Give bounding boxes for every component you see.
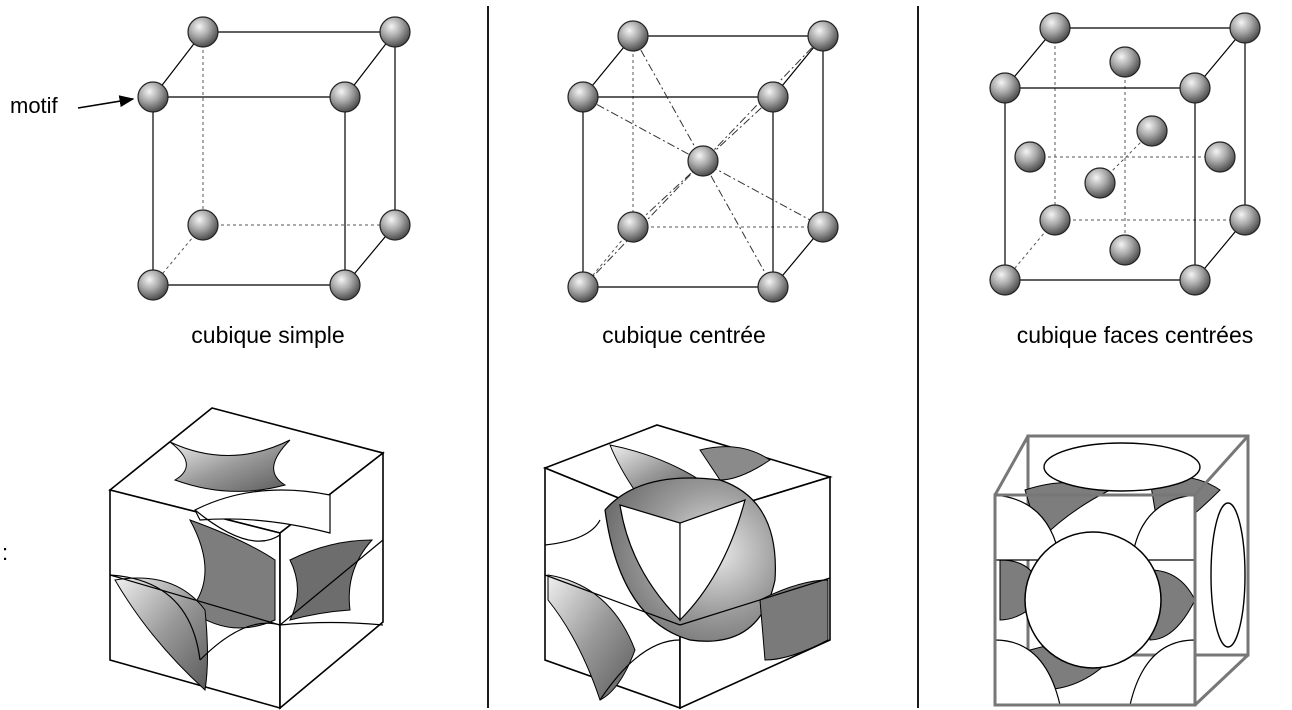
atom-sphere — [137, 269, 169, 301]
simple-cubic-packing-model — [108, 407, 385, 710]
atom-sphere — [989, 72, 1021, 104]
face-atom-sphere — [1084, 167, 1116, 199]
face-atom-sphere — [1109, 234, 1141, 266]
atom-sphere — [379, 16, 411, 48]
motif-label: motif — [10, 93, 58, 118]
motif-arrow — [77, 95, 135, 109]
center-atom-sphere — [687, 145, 719, 177]
atom-sphere — [187, 16, 219, 48]
body-centered-cubic-lattice — [567, 20, 839, 303]
atom-sphere — [757, 81, 789, 113]
caption-face-centered-cubic: cubique faces centrées — [1016, 322, 1254, 348]
body-centered-packing-model — [542, 424, 833, 710]
atom-sphere — [807, 20, 839, 52]
atom-sphere — [807, 211, 839, 243]
atom-sphere — [329, 269, 361, 301]
face-atom-sphere — [1014, 141, 1046, 173]
atom-sphere — [137, 81, 169, 113]
atom-sphere — [187, 209, 219, 241]
atom-sphere — [1039, 204, 1071, 236]
atom-sphere — [1039, 12, 1071, 44]
face-atom-sphere — [1109, 46, 1141, 78]
atom-sphere — [329, 81, 361, 113]
atom-sphere — [1229, 204, 1261, 236]
face-centered-cubic-lattice — [989, 12, 1261, 296]
atom-sphere — [1179, 72, 1211, 104]
face-atom-sphere — [1136, 115, 1168, 147]
atom-sphere — [757, 271, 789, 303]
atom-sphere — [1179, 264, 1211, 296]
atom-sphere — [989, 264, 1021, 296]
atom-sphere — [567, 271, 599, 303]
atom-sphere — [617, 211, 649, 243]
simple-cubic-lattice — [137, 16, 411, 301]
caption-body-centered-cubic: cubique centrée — [602, 322, 766, 348]
atom-sphere — [379, 209, 411, 241]
caption-simple-cubic: cubique simple — [191, 322, 345, 348]
atom-sphere — [617, 20, 649, 52]
face-centered-packing-model — [993, 434, 1250, 707]
atom-sphere — [567, 81, 599, 113]
side-colon-mark: : — [2, 540, 9, 565]
atom-sphere — [1229, 12, 1261, 44]
face-atom-sphere — [1204, 141, 1236, 173]
